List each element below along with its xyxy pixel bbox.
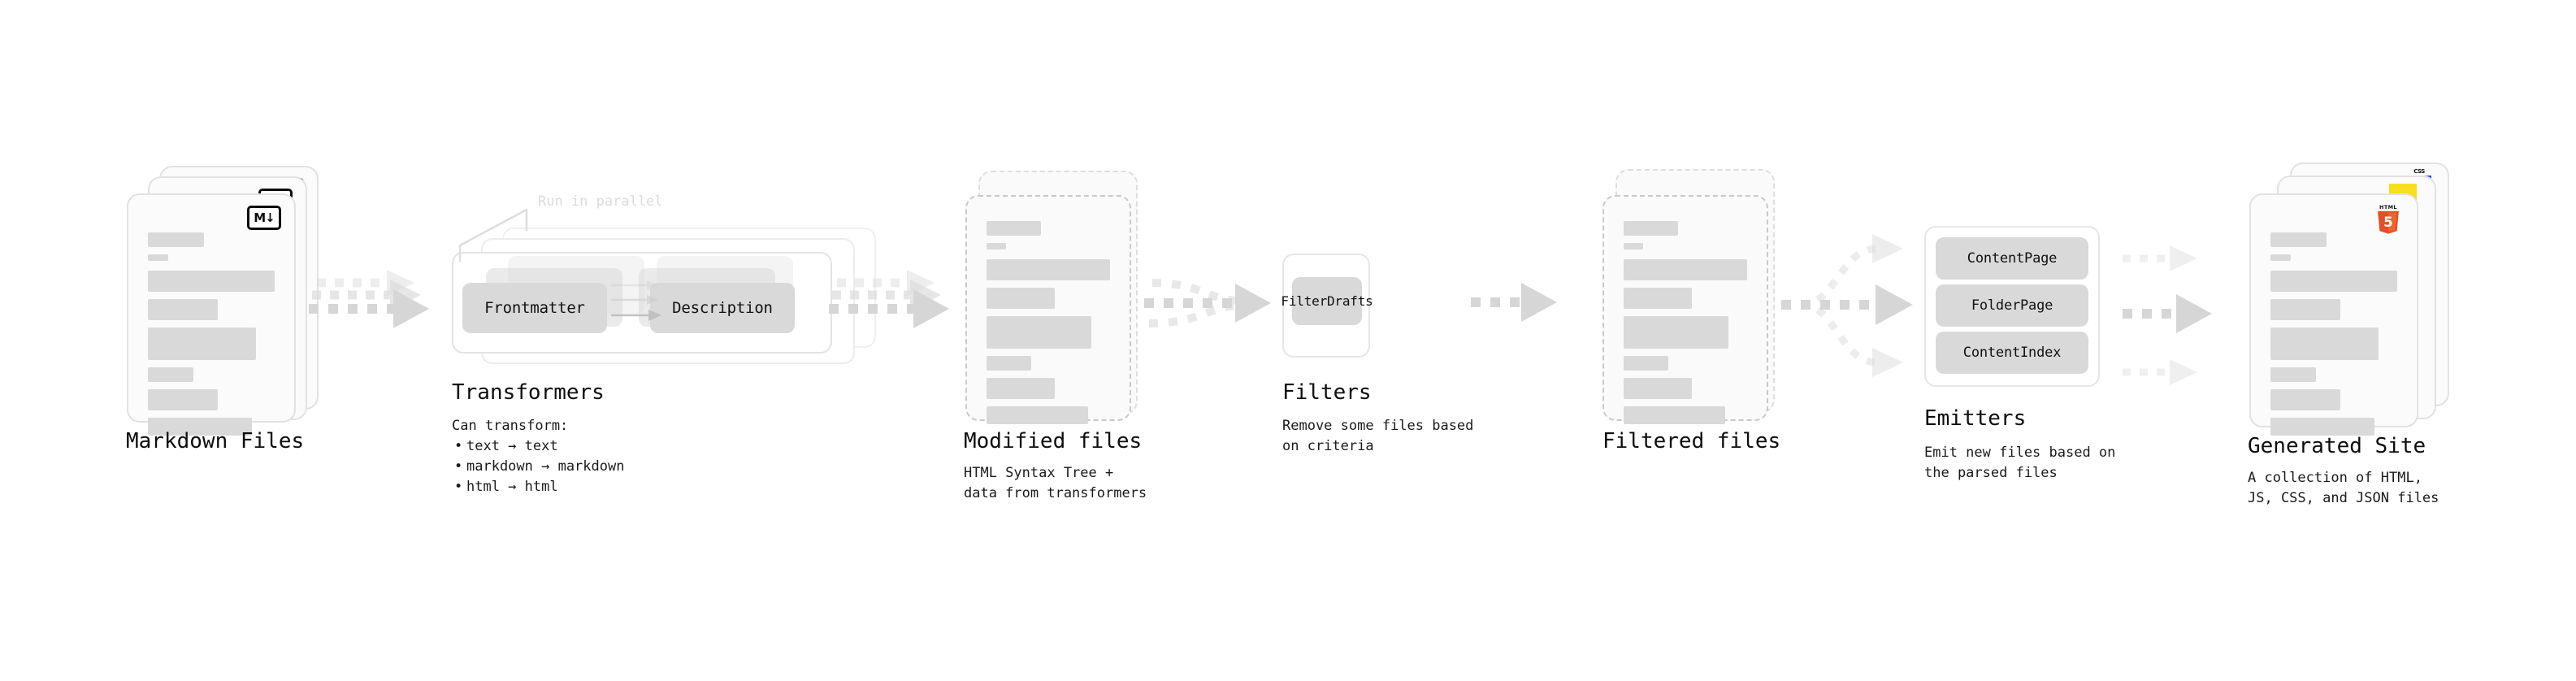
file-skeleton-rows <box>2270 232 2397 443</box>
svg-text:HTML: HTML <box>2379 204 2397 210</box>
skeleton-row <box>1624 288 1692 309</box>
css-badge-label: CSS <box>2413 168 2425 175</box>
transformer-inner-arrows <box>611 280 661 321</box>
run-in-parallel-label: Run in parallel <box>538 193 663 210</box>
skeleton-row <box>987 378 1055 399</box>
arrow-transformers-to-modified <box>829 270 949 328</box>
skeleton-row <box>148 327 256 360</box>
arrow-filtered-to-emitters <box>1781 234 1913 377</box>
skeleton-row <box>1624 243 1644 249</box>
skeleton-row <box>2270 232 2327 247</box>
transform-item: text → text <box>454 436 624 457</box>
filtered-files-title: Filtered files <box>1602 429 1781 453</box>
modified-file-card-front <box>965 195 1131 424</box>
contentindex-chip[interactable]: ContentIndex <box>1936 332 2088 374</box>
skeleton-row <box>148 232 204 247</box>
skeleton-row <box>987 221 1041 236</box>
arrow-modified-to-filters <box>1144 279 1271 327</box>
skeleton-row <box>148 389 218 410</box>
run-in-parallel-bracket <box>458 208 528 262</box>
skeleton-row <box>987 356 1031 371</box>
markdown-file-card-front: M↓ <box>127 193 296 436</box>
skeleton-row <box>2270 254 2291 261</box>
generated-site-caption: A collection of HTML, JS, CSS, and JSON … <box>2248 470 2439 506</box>
skeleton-row <box>987 288 1055 309</box>
emitters-title: Emitters <box>1924 406 2027 431</box>
arrow-markdown-to-transformers <box>309 270 429 328</box>
skeleton-row <box>987 316 1092 349</box>
skeleton-row <box>2270 367 2317 382</box>
arrow-emitters-to-site <box>2123 245 2212 385</box>
filterdrafts-chip[interactable]: FilterDrafts <box>1281 277 1373 325</box>
filters-caption: Remove some files based on criteria <box>1282 418 1474 454</box>
skeleton-row <box>1624 378 1692 399</box>
skeleton-row <box>148 271 275 292</box>
skeleton-row <box>1624 221 1678 236</box>
transformers-intro: Can transform: <box>452 418 569 434</box>
markdown-files-title: Markdown Files <box>126 429 305 453</box>
arrow-filters-to-filtered <box>1471 283 1557 322</box>
transformers-capabilities: text → text markdown → markdown html → h… <box>452 436 625 497</box>
file-skeleton-rows <box>987 221 1110 432</box>
modified-files-title: Modified files <box>964 429 1143 453</box>
skeleton-row <box>2270 271 2397 292</box>
skeleton-row <box>1624 259 1747 280</box>
skeleton-row <box>987 406 1088 424</box>
folderpage-chip[interactable]: FolderPage <box>1936 284 2088 327</box>
skeleton-row <box>1624 316 1729 349</box>
site-file-card-html: HTML 5 <box>2249 193 2418 436</box>
transform-item: markdown → markdown <box>454 457 625 477</box>
markdown-badge-label: M↓ <box>247 206 281 230</box>
svg-text:5: 5 <box>2383 214 2393 230</box>
html5-badge: HTML 5 <box>2374 203 2402 237</box>
skeleton-row <box>2270 327 2379 360</box>
skeleton-row <box>2270 418 2374 436</box>
skeleton-row <box>2270 389 2340 410</box>
description-chip[interactable]: Description <box>650 283 795 333</box>
filtered-file-card-front <box>1602 195 1768 424</box>
file-skeleton-rows <box>1624 221 1747 432</box>
transformers-title: Transformers <box>452 380 605 405</box>
skeleton-row <box>1624 406 1725 424</box>
skeleton-row <box>148 254 168 261</box>
skeleton-row <box>2270 299 2340 320</box>
skeleton-row <box>148 299 218 320</box>
modified-files-caption: HTML Syntax Tree + data from transformer… <box>964 465 1147 501</box>
frontmatter-chip[interactable]: Frontmatter <box>462 283 607 333</box>
generated-site-title: Generated Site <box>2248 434 2426 458</box>
skeleton-row <box>987 259 1110 280</box>
file-skeleton-rows <box>148 232 275 443</box>
skeleton-row <box>148 418 252 436</box>
markdown-badge-front: M↓ <box>247 206 281 230</box>
emitters-caption: Emit new files based on the parsed files <box>1924 445 2116 481</box>
skeleton-row <box>987 243 1007 249</box>
skeleton-row <box>148 367 194 382</box>
filters-title: Filters <box>1282 380 1372 405</box>
skeleton-row <box>1624 356 1668 371</box>
html5-badge-glyph: HTML 5 <box>2378 204 2399 234</box>
contentpage-chip[interactable]: ContentPage <box>1936 237 2088 280</box>
transform-item: html → html <box>454 477 624 497</box>
